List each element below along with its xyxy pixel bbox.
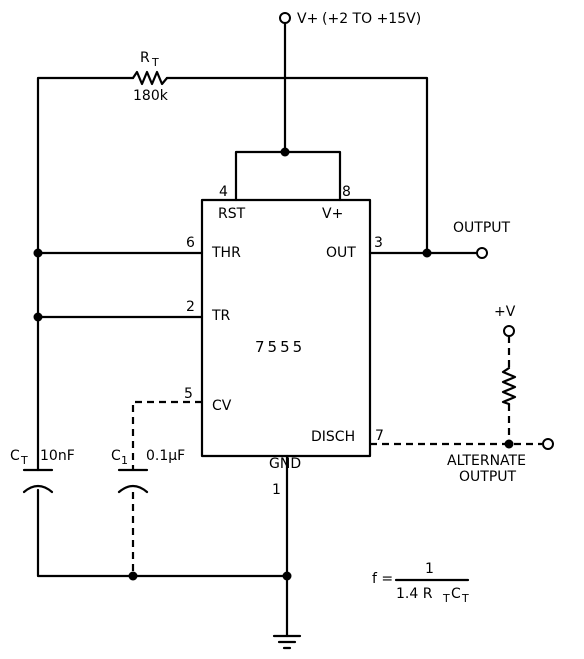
c1-name: C (111, 448, 121, 464)
pin-vplus-number: 8 (342, 184, 351, 200)
c1-sub: 1 (121, 454, 128, 467)
left-rail-wire (36, 251, 289, 578)
formula-den-sub1: T (442, 592, 450, 605)
alternate-output-label-line2: OUTPUT (459, 469, 517, 485)
output-terminal (476, 247, 488, 259)
c1-capacitor-icon (117, 468, 149, 494)
rt-value: 180k (133, 88, 169, 104)
pin-rst-name: RST (218, 206, 246, 222)
ct-sub: T (20, 454, 28, 467)
pin-gnd-name: GND (269, 456, 301, 472)
formula-lhs: f = (372, 571, 393, 587)
c1-ground-junction (128, 571, 138, 581)
pin-out-name: OUT (326, 245, 356, 261)
formula-numerator: 1 (425, 561, 434, 577)
alternate-output-label-line1: ALTERNATE (447, 453, 526, 469)
formula-den-prefix: 1.4 R (396, 586, 433, 602)
rt-name: R (140, 50, 150, 66)
supply-label: V+ (297, 11, 318, 27)
alternate-output-terminal (542, 438, 554, 450)
formula-den-mid: C (451, 586, 461, 602)
pullup-resistor-icon (501, 366, 517, 406)
pin-tr-number: 2 (186, 299, 195, 315)
ground-icon (272, 634, 302, 650)
pin-thr-number: 6 (186, 235, 195, 251)
frequency-formula: f = 1 1.4 R T C T (372, 561, 470, 605)
ct-value: 10nF (40, 448, 75, 464)
supply-junction (280, 147, 290, 157)
pin-tr-name: TR (211, 308, 231, 324)
rt-sub: T (151, 56, 159, 69)
pullup-terminal (503, 325, 515, 337)
supply-terminal (279, 12, 291, 24)
pin-cv-name: CV (212, 398, 232, 414)
ic-part-number: 7555 (255, 338, 305, 356)
pullup-label: +V (494, 304, 516, 320)
formula-den-sub2: T (461, 592, 469, 605)
rt-resistor-icon (131, 70, 169, 86)
pin-vplus-name: V+ (322, 206, 343, 222)
pin-cv-number: 5 (184, 386, 193, 402)
cv-dashed-wire (131, 400, 202, 576)
pin-thr-name: THR (211, 245, 241, 261)
c1-value: 0.1μF (146, 448, 185, 464)
ct-capacitor-icon (22, 468, 54, 494)
ic-7555 (200, 198, 372, 458)
ground-junction (282, 571, 292, 581)
ct-name: C (10, 448, 20, 464)
supply-range: (+2 TO +15V) (322, 11, 421, 27)
pin-rst-number: 4 (219, 184, 228, 200)
pin-disch-name: DISCH (311, 429, 355, 445)
pin-gnd-number: 1 (272, 482, 281, 498)
alternate-junction (504, 439, 514, 449)
pin-out-number: 3 (374, 235, 383, 251)
pin-disch-number: 7 (375, 428, 384, 444)
supply-wire (234, 21, 342, 202)
output-label: OUTPUT (453, 220, 511, 236)
output-junction (422, 248, 432, 258)
rt-feedback-wire (36, 76, 429, 255)
